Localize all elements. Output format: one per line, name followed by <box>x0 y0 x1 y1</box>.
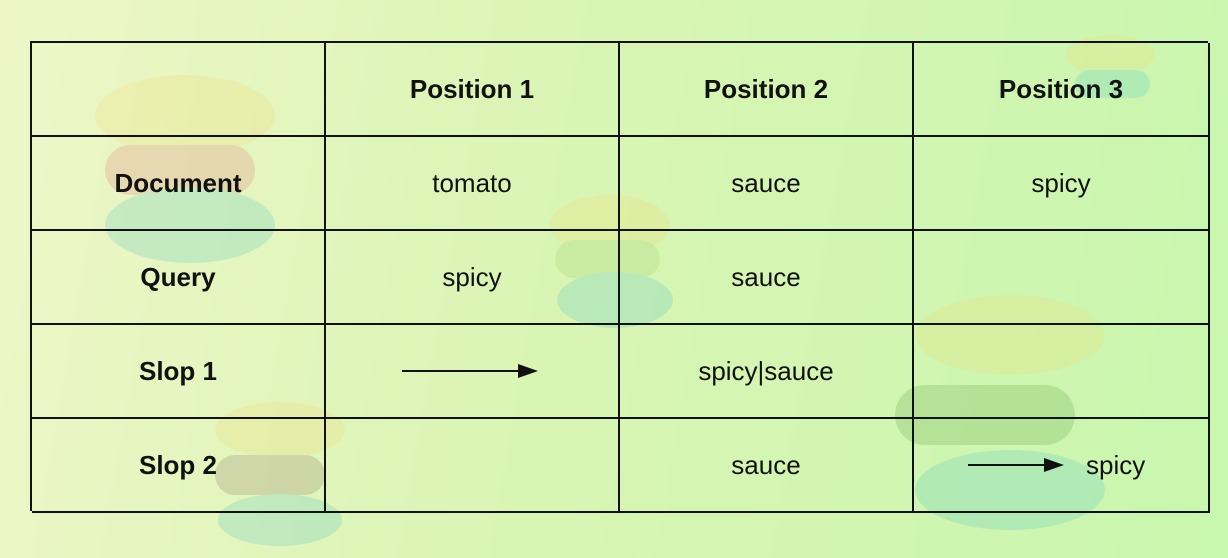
row-label-query: Query <box>32 231 326 325</box>
cell-query-2: sauce <box>620 231 914 325</box>
cell-query-3 <box>914 231 1210 325</box>
cell-document-2: sauce <box>620 137 914 231</box>
row-label-document: Document <box>32 137 326 231</box>
header-empty <box>32 43 326 137</box>
header-position-3: Position 3 <box>914 43 1210 137</box>
header-position-2: Position 2 <box>620 43 914 137</box>
cell-document-3: spicy <box>914 137 1210 231</box>
arrow-right-icon <box>402 364 538 378</box>
slop-table: Position 1 Position 2 Position 3 Documen… <box>30 41 1210 513</box>
slop2-position3-term: spicy <box>1086 449 1146 480</box>
cell-slop1-2: spicy|sauce <box>620 325 914 419</box>
cell-document-1: tomato <box>326 137 620 231</box>
cell-query-1: spicy <box>326 231 620 325</box>
cell-slop2-3: spicy <box>914 419 1210 513</box>
row-label-slop-2: Slop 2 <box>32 419 326 513</box>
header-position-1: Position 1 <box>326 43 620 137</box>
cell-slop1-3 <box>914 325 1210 419</box>
cell-slop1-1 <box>326 325 620 419</box>
cell-slop2-1 <box>326 419 620 513</box>
arrow-right-icon <box>968 458 1064 472</box>
cell-slop2-2: sauce <box>620 419 914 513</box>
row-label-slop-1: Slop 1 <box>32 325 326 419</box>
